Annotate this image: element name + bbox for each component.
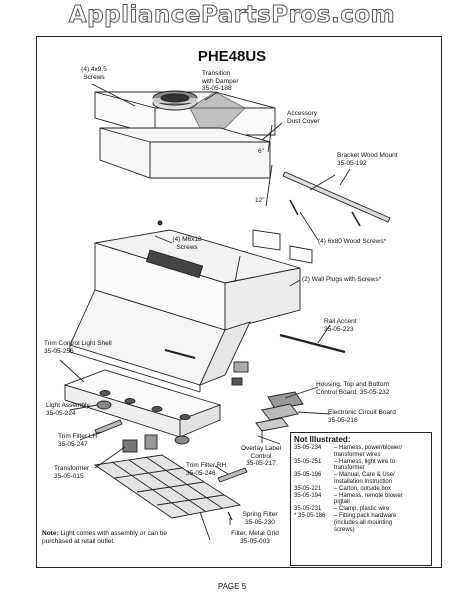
bracket-wood-mount-drawing xyxy=(282,171,391,223)
callout-transformer: Transformer 35-05-015 xyxy=(54,465,90,480)
callout-bracket-wood-mount: Bracket Wood Mount 35-05-192 xyxy=(337,152,398,167)
not-illustrated-row: 35-05-251– Harness, light wire to transf… xyxy=(294,458,396,472)
callout-wood-screws: (4) 6x80 Wood Screws* xyxy=(318,238,387,245)
note-label: Note: xyxy=(42,530,59,537)
control-board-housing-drawing xyxy=(231,361,304,445)
callout-rail-accent: Rail Accent 35-05-223 xyxy=(324,318,357,333)
transition-cover-drawing xyxy=(94,90,276,136)
trim-filter-lh-drawing xyxy=(94,419,123,435)
not-illustrated-row: 35-05-194– Harness, remote blower pigtai… xyxy=(294,492,403,506)
not-illustrated-box: Not Illustrated: 35-05-234– Harness, pow… xyxy=(290,432,432,566)
transformer-drawing xyxy=(122,434,158,453)
range-hood-body-drawing xyxy=(69,229,301,393)
callout-trim-filter-lh: Trim Filter LH 35-05-247 xyxy=(58,433,98,448)
callout-m6x18-screws: (4) M6x18 Screws xyxy=(172,236,202,251)
rail-accent-drawing xyxy=(279,333,346,354)
watermark-text: AppliancePartsPros.com xyxy=(68,2,396,29)
light-note: Note: Light comes with assembly or can b… xyxy=(42,530,192,545)
not-illustrated-row: 35-05-231– Clamp, plastic wire xyxy=(294,506,390,513)
model-title: PHE48US xyxy=(197,48,267,65)
callout-electronic-circuit-board: Electronic Circuit Board 35-05-216 xyxy=(328,409,396,424)
not-illustrated-title: Not Illustrated: xyxy=(294,435,351,444)
trim-control-light-shell-drawing xyxy=(63,369,222,438)
callout-filter-metal-grid: Filter, Metal Grid 35-05-003 xyxy=(231,530,279,545)
callout-trim-filter-rh: Trim Filter RH 35-05-246 xyxy=(186,462,227,477)
dimension-12-in: 12" xyxy=(255,197,265,204)
not-illustrated-row: 35-05-234– Harness, power/blower/ transf… xyxy=(294,445,403,458)
accessory-dust-cover-drawing xyxy=(99,127,271,179)
callout-overlay-label-control: Overlay Label Control 35-05-217 xyxy=(240,445,282,467)
diagram-frame xyxy=(36,36,442,568)
page-number: PAGE 5 xyxy=(217,582,247,591)
callout-screws-4x9-5: (4) 4x9.5 Screws xyxy=(81,66,107,81)
filter-metal-grid-drawing xyxy=(93,454,242,519)
not-illustrated-row: 35-05-196– Manual, Care & Use/ Installat… xyxy=(294,472,395,485)
callout-wall-plugs: (2) Wall Plugs with Screws* xyxy=(302,276,382,283)
callout-accessory-dust-cover: Accessory Dust Cover xyxy=(287,110,320,125)
callout-transition-with-damper: Transition with Damper 35-05-188 xyxy=(202,70,239,92)
trim-filter-rh-drawing xyxy=(217,467,248,483)
callout-light-assembly: Light Assembly 35-05-224 xyxy=(46,402,90,417)
callout-trim-control-light-shell: Trim Control Light Shell 35-05-256 xyxy=(44,340,112,355)
callout-spring-filter: Spring Filter 35-05-230 xyxy=(242,511,278,526)
callout-housing-control-board: Housing, Top and Bottom Control Board, 3… xyxy=(316,381,390,396)
dimension-6-in: 6" xyxy=(258,148,264,155)
note-text: Light comes with assembly or can be purc… xyxy=(42,530,167,545)
not-illustrated-row: 35-05-221– Carton, outside box xyxy=(294,485,392,492)
not-illustrated-row: * 35-05-186– Fitting pack hardware (incl… xyxy=(294,512,397,533)
